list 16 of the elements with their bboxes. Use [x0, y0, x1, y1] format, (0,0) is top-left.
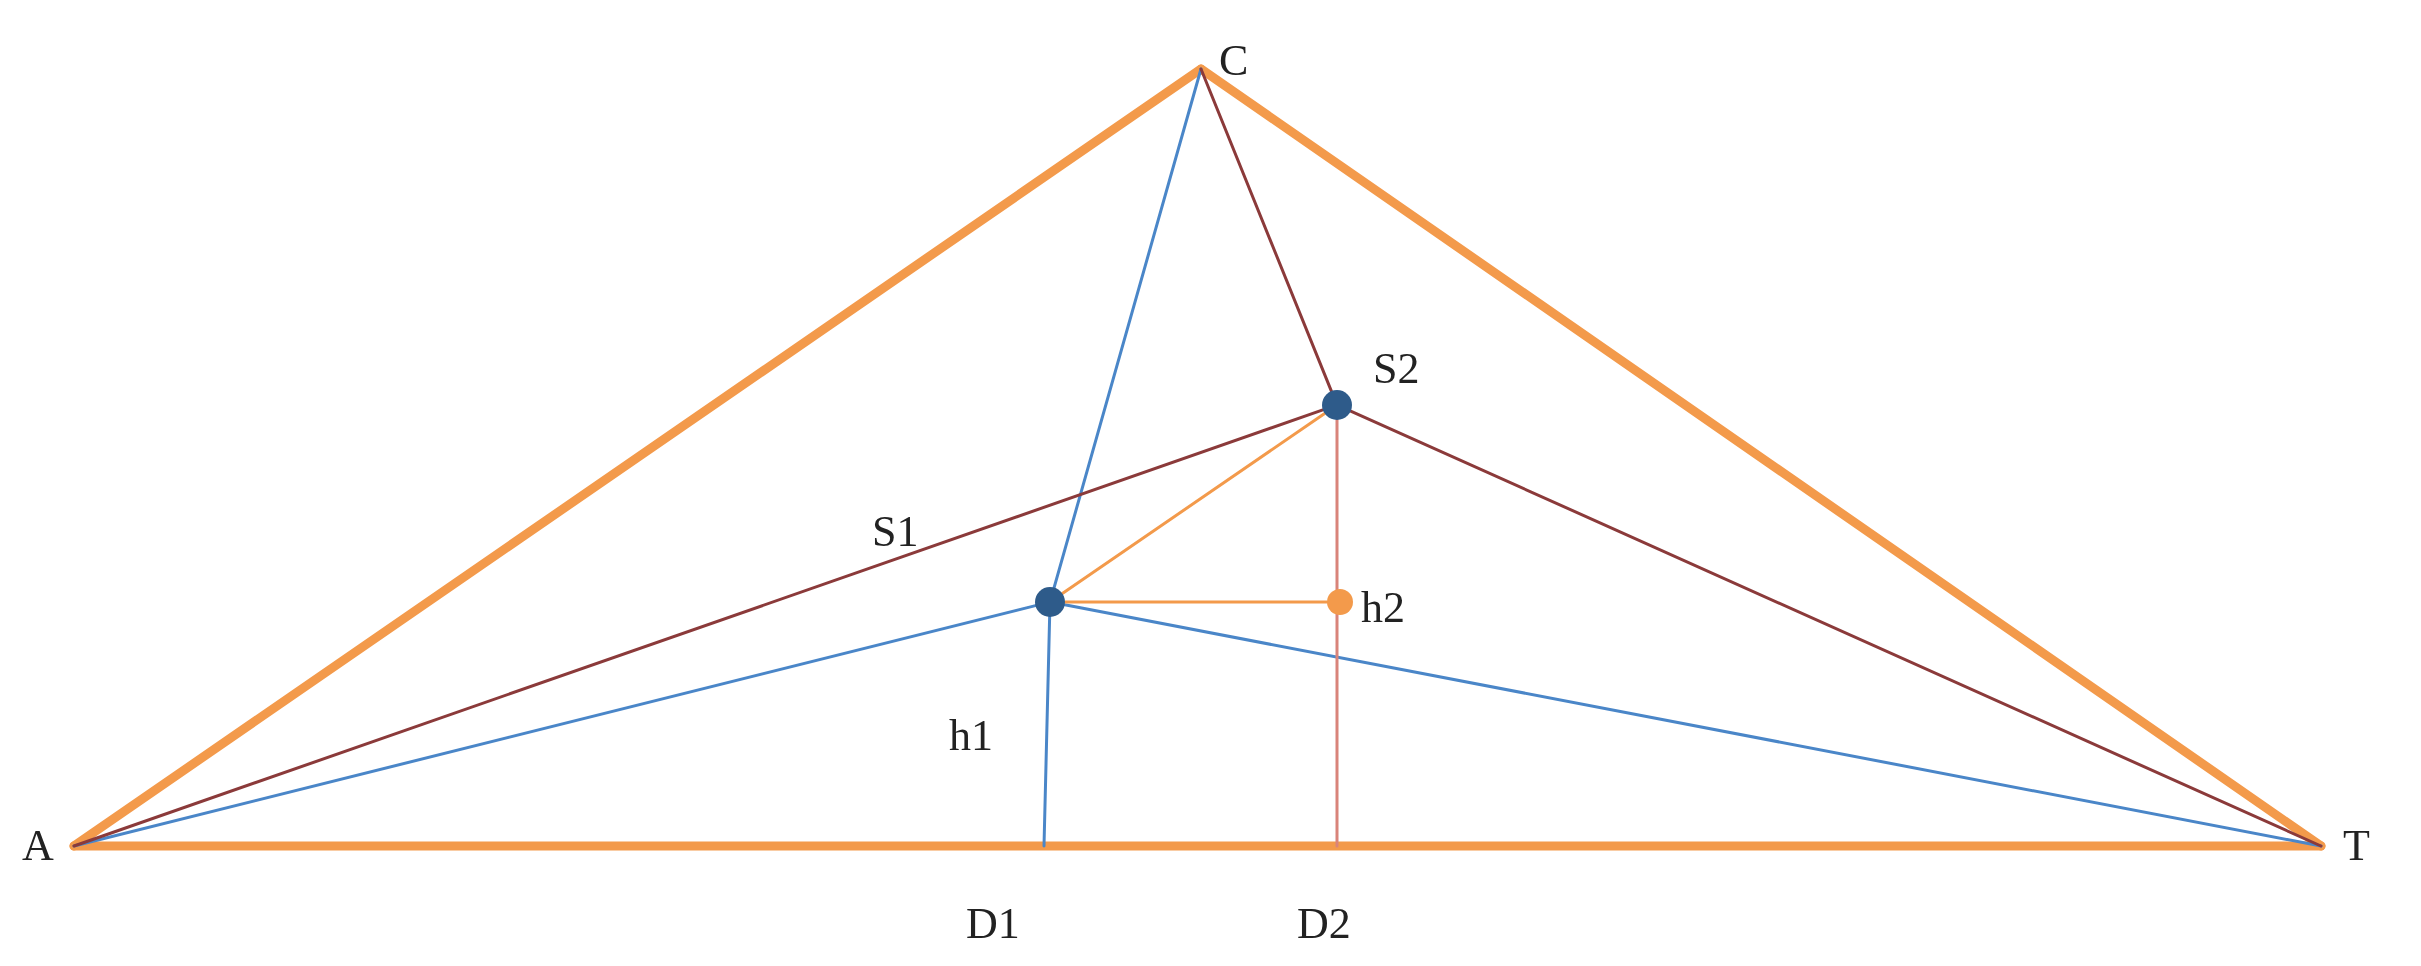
point-label: S2 [1373, 347, 1420, 391]
line-segment [69, 841, 2326, 851]
line-segment [1060, 412, 1327, 595]
line-segment [1052, 67, 1203, 590]
line-segment [1349, 409, 2323, 848]
point-label: D1 [966, 902, 1020, 946]
point-label: A [22, 824, 54, 868]
line-segment [1199, 67, 1333, 393]
point-label: D2 [1297, 902, 1351, 946]
point-label: T [2343, 824, 2370, 868]
line-segment [1335, 418, 1339, 848]
point-label: C [1219, 39, 1249, 83]
line-segment [72, 408, 1325, 848]
line-segment [1063, 600, 1329, 604]
line-segment [1042, 615, 1052, 848]
point-label: S1 [872, 510, 919, 554]
